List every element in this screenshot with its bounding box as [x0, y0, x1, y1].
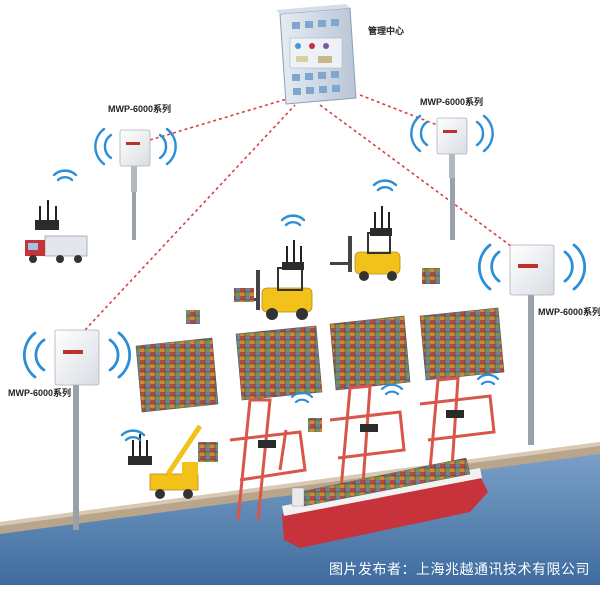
wireless-links [84, 94, 531, 331]
wifi-signal-icon [120, 429, 146, 442]
truck-icon [25, 169, 88, 263]
ap-mid-right [477, 243, 587, 445]
wifi-signal-icon [280, 214, 306, 227]
management-center-label: 管理中心 [368, 26, 405, 36]
image-caption: 图片发布者：上海兆越通讯技术有限公司 [329, 562, 590, 578]
wifi-signal-icon [290, 373, 500, 404]
wifi-signal-icon [22, 331, 132, 379]
forklift-icon [330, 179, 401, 281]
ap-left-label: MWP-6000系列 [8, 388, 72, 398]
ap-top-left [94, 127, 177, 240]
wifi-signal-icon [477, 243, 587, 291]
ap-left [22, 329, 132, 530]
container-yard [135, 307, 505, 413]
wifi-signal-icon [410, 114, 494, 153]
wifi-signal-icon [372, 179, 398, 192]
forklift-icon [234, 214, 313, 320]
wifi-signal-icon [52, 169, 78, 182]
crane-router [258, 410, 464, 448]
wifi-signal-icon [94, 127, 177, 166]
ap-top-right [410, 114, 494, 240]
ap-top-right-label: MWP-6000系列 [420, 97, 484, 107]
container-ship-icon [282, 457, 488, 548]
gantry-crane-icon [229, 376, 496, 521]
crane-truck-icon [120, 424, 203, 499]
ap-top-left-label: MWP-6000系列 [108, 104, 172, 114]
container-stack [186, 268, 440, 462]
building-icon [276, 4, 357, 105]
ap-mid-right-label: MWP-6000系列 [538, 307, 600, 317]
